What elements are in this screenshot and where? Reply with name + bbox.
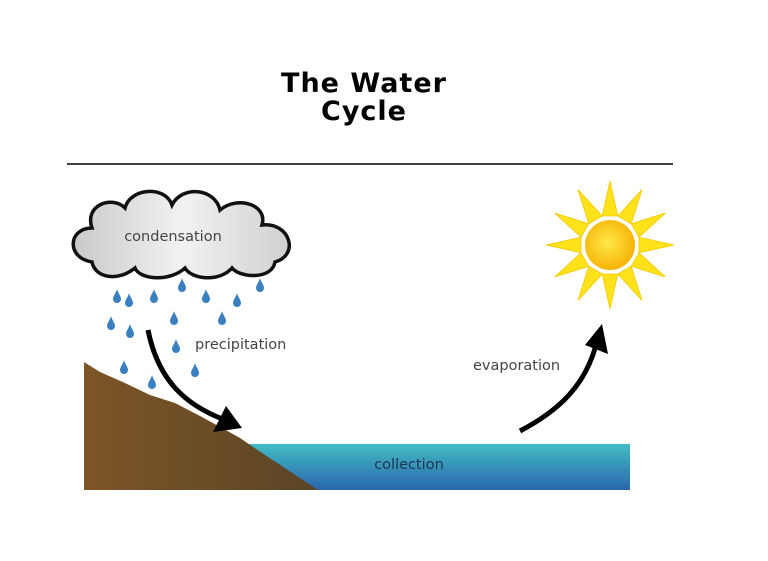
- rain-drop-icon: [218, 311, 226, 325]
- sun-ray: [601, 273, 619, 310]
- evaporation-arrow-icon: [518, 324, 608, 434]
- rain-drop-icon: [126, 324, 134, 338]
- rain-drop-icon: [178, 278, 186, 292]
- title-line-2: Cycle: [321, 96, 407, 127]
- precipitation-arrow-icon: [145, 329, 242, 432]
- rain-drop-icon: [113, 289, 121, 303]
- title-line-1: The Water: [281, 68, 447, 99]
- collection-label: collection: [374, 457, 444, 473]
- sun-ray: [577, 189, 603, 225]
- rain-drop-icon: [120, 360, 128, 374]
- rain-drop-icon: [233, 293, 241, 307]
- precipitation-label: precipitation: [195, 337, 286, 353]
- rain-drop-icon: [107, 316, 115, 330]
- sun-ray: [617, 189, 643, 225]
- sun-ray: [577, 265, 603, 301]
- land-slope: [84, 362, 318, 490]
- rain-drop-icon: [172, 339, 180, 353]
- sun-ray: [601, 180, 619, 217]
- sun-ray: [554, 252, 590, 278]
- rain-drop-icon: [150, 289, 158, 303]
- sun-ray: [617, 265, 643, 301]
- rain-drop-icon: [256, 278, 264, 292]
- sun-ray: [630, 212, 666, 238]
- rain-drop-icon: [202, 289, 210, 303]
- rain-drops: [107, 278, 264, 389]
- condensation-label: condensation: [124, 229, 222, 245]
- sun-ray: [638, 236, 675, 254]
- rain-drop-icon: [125, 293, 133, 307]
- sun-icon: [545, 180, 675, 310]
- rain-drop-icon: [148, 375, 156, 389]
- evaporation-label: evaporation: [473, 358, 560, 374]
- cloud: condensation: [71, 189, 292, 280]
- sun-ray: [545, 236, 582, 254]
- rain-drop-icon: [170, 311, 178, 325]
- sun-ray: [630, 252, 666, 278]
- sun-ray: [554, 212, 590, 238]
- rain-drop-icon: [191, 363, 199, 377]
